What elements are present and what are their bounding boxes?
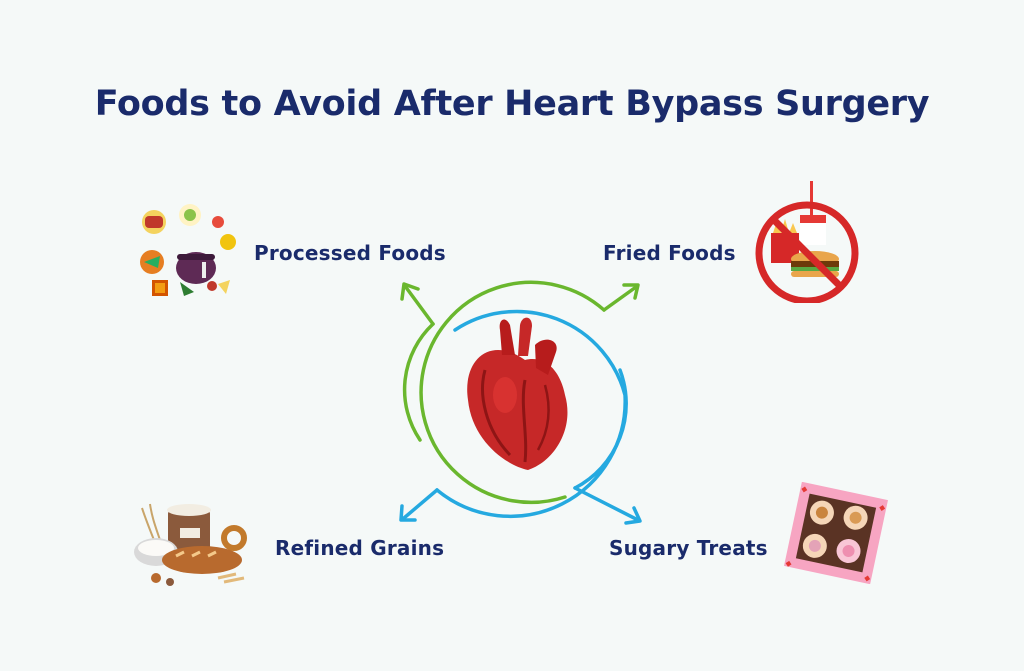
label-refined-grains: Refined Grains <box>275 536 445 560</box>
label-processed-foods: Processed Foods <box>254 241 446 265</box>
cupcake-box-icon <box>780 482 892 584</box>
heart-icon <box>467 317 568 470</box>
label-sugary-treats: Sugary Treats <box>609 536 768 560</box>
label-fried-foods: Fried Foods <box>603 241 736 265</box>
blue-cycle-arrow <box>399 309 642 525</box>
cycle-diagram <box>380 270 670 530</box>
no-fast-food-icon <box>755 181 860 303</box>
processed-foods-icon <box>132 200 242 305</box>
green-cycle-arrow <box>400 280 640 505</box>
page-title: Foods to Avoid After Heart Bypass Surger… <box>94 84 930 124</box>
flour-bread-icon <box>132 500 260 590</box>
